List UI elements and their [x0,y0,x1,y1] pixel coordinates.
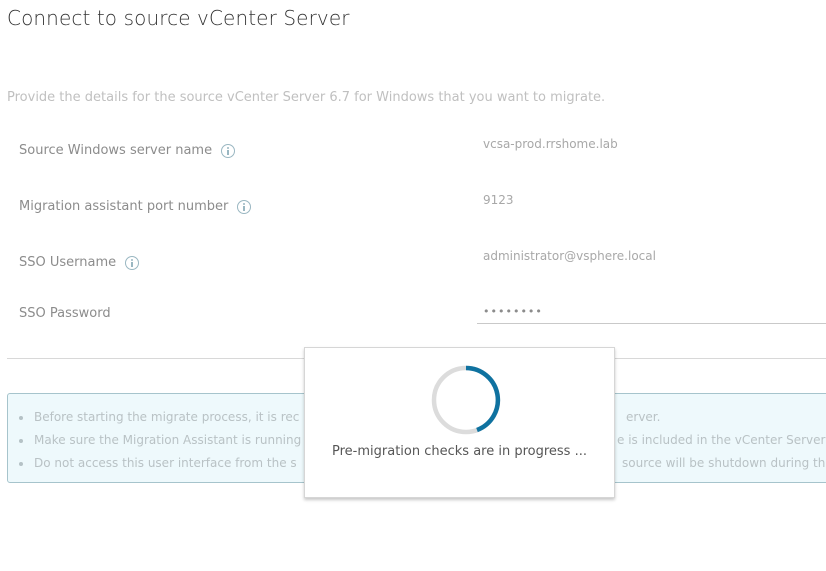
info-item-text-end: erver. [626,410,661,424]
info-item-text-end: e is included in the vCenter Server [617,433,826,447]
sso-password-label: SSO Password [19,306,111,321]
info-item: Before starting the migrate process, it … [8,410,826,430]
source-server-label-text: Source Windows server name [19,143,213,158]
info-item: Make sure the Migration Assistant is run… [8,433,826,453]
page-description: Provide the details for the source vCent… [7,90,606,105]
info-item-text-end: source will be shutdown during th [622,456,826,470]
info-item-text: Before starting the migrate process, it … [34,410,300,424]
info-item: Do not access this user interface from t… [8,456,826,476]
field-row-port-number: Migration assistant port number 9123 [0,193,826,227]
sso-username-label: SSO Username [19,255,140,270]
field-row-sso-username: SSO Username administrator@vsphere.local [0,249,826,283]
sso-username-value[interactable]: administrator@vsphere.local [483,249,656,263]
port-number-value[interactable]: 9123 [483,193,514,207]
info-icon[interactable] [221,143,236,158]
info-icon[interactable] [237,199,252,214]
info-item-text: Make sure the Migration Assistant is run… [34,433,302,447]
field-row-sso-password: SSO Password [0,299,826,334]
info-icon[interactable] [125,255,140,270]
bullet-icon [19,462,23,466]
loading-spinner-icon [431,365,501,435]
source-server-value[interactable]: vcsa-prod.rrshome.lab [483,137,618,151]
sso-password-label-text: SSO Password [19,306,111,321]
page-title: Connect to source vCenter Server [7,6,350,30]
field-row-source-server: Source Windows server name vcsa-prod.rrs… [0,137,826,171]
sso-password-input[interactable] [477,299,826,324]
progress-message: Pre-migration checks are in progress ... [332,444,587,459]
bullet-icon [19,439,23,443]
port-number-label-text: Migration assistant port number [19,199,229,214]
port-number-label: Migration assistant port number [19,199,252,214]
bullet-icon [19,416,23,420]
source-server-label: Source Windows server name [19,143,236,158]
info-item-text: Do not access this user interface from t… [34,456,297,470]
sso-username-label-text: SSO Username [19,255,117,270]
progress-dialog: Pre-migration checks are in progress ... [304,347,615,498]
